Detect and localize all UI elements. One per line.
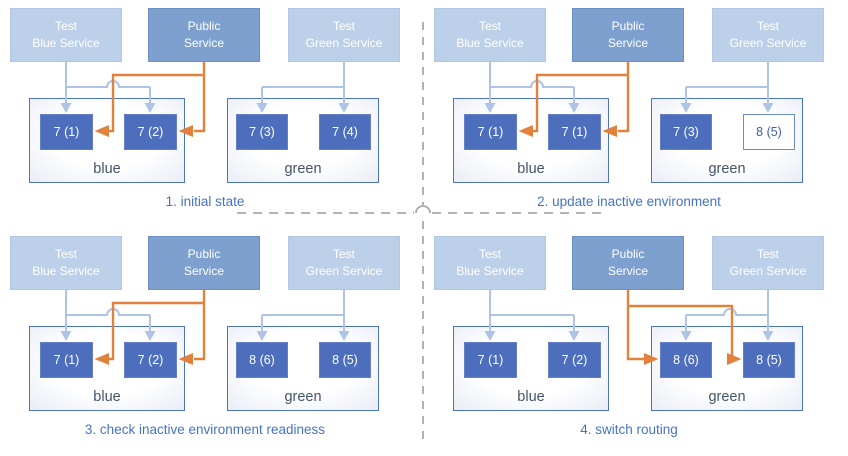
pod-green-2: 8 (5) <box>319 342 371 378</box>
test-green-service-box: Test Green Service <box>288 236 400 290</box>
service-label-line1: Public <box>611 19 645 34</box>
pod-green-1: 8 (6) <box>236 342 288 378</box>
test-green-service-box: Test Green Service <box>712 8 824 62</box>
pod-blue-1: 7 (1) <box>40 342 93 378</box>
test-service-arrowheads <box>60 331 350 341</box>
service-label-line2: Service <box>607 36 648 50</box>
public-service-box: Public Service <box>572 236 684 290</box>
service-label-line1: Test <box>54 19 77 34</box>
public-service-arrowheads <box>94 125 193 137</box>
service-label-line2: Service <box>183 36 224 50</box>
pod-blue-2: 7 (2) <box>124 114 177 150</box>
test-green-service-box: Test Green Service <box>288 8 400 62</box>
test-service-arrowheads <box>60 103 350 113</box>
quadrant-step-3: blue green 7 (1) 7 (2) 8 (6) <box>0 228 424 456</box>
connector-lines <box>484 62 774 137</box>
test-service-arrowheads <box>484 331 774 341</box>
service-label-line1: Test <box>478 19 501 34</box>
service-label-line2: Green Service <box>305 264 383 278</box>
green-env-label: green <box>708 389 746 405</box>
public-service-box: Public Service <box>148 236 260 290</box>
test-service-arrowheads <box>484 103 774 113</box>
service-label-line2: Green Service <box>729 264 807 278</box>
test-blue-service-box: Test Blue Service <box>10 236 122 290</box>
green-env-label: green <box>284 389 322 405</box>
service-label-line2: Blue Service <box>456 36 524 50</box>
public-service-connectors <box>533 62 630 133</box>
step-caption: 2. update inactive environment <box>537 194 721 209</box>
green-env-label: green <box>284 161 322 177</box>
quadrant-step-4: blue green 7 (1) 7 (2) 8 (6) <box>424 228 848 456</box>
test-service-connectors <box>489 62 769 104</box>
service-label-line2: Green Service <box>305 36 383 50</box>
pod-green-1: 7 (3) <box>236 114 288 150</box>
service-label-line2: Blue Service <box>32 264 100 278</box>
test-green-service-box: Test Green Service <box>712 236 824 290</box>
service-label-line1: Test <box>54 247 77 262</box>
service-label-line2: Green Service <box>729 36 807 50</box>
pod-blue-1: 7 (1) <box>464 342 517 378</box>
quadrant-step-1: blue green 7 (1) 7 (2) 7 (3) <box>0 0 424 228</box>
public-service-box: Public Service <box>572 8 684 62</box>
pod-blue-2: 7 (2) <box>548 342 601 378</box>
pod-green-2: 7 (4) <box>319 114 371 150</box>
pod-blue-2: 7 (2) <box>124 342 177 378</box>
step-caption: 3. check inactive environment readiness <box>84 422 326 437</box>
public-service-connectors <box>109 290 206 361</box>
pod-green-2: 8 (5) <box>743 342 795 378</box>
pod-blue-1: 7 (1) <box>40 114 93 150</box>
blue-env-label: blue <box>93 161 121 177</box>
divider-crossing-hop <box>415 205 431 214</box>
blue-env-label: blue <box>517 161 545 177</box>
step-caption: 4. switch routing <box>580 422 678 437</box>
service-label-line2: Blue Service <box>32 36 100 50</box>
public-service-arrowheads <box>94 353 193 365</box>
public-service-box: Public Service <box>148 8 260 62</box>
pod-green-1: 7 (3) <box>660 114 712 150</box>
test-blue-service-box: Test Blue Service <box>434 236 546 290</box>
service-label-line1: Test <box>332 19 355 34</box>
service-label-line2: Service <box>607 264 648 278</box>
service-label-line2: Blue Service <box>456 264 524 278</box>
green-env-label: green <box>708 161 746 177</box>
service-label-line1: Test <box>756 19 779 34</box>
service-label-line1: Public <box>187 247 221 262</box>
service-label-line1: Test <box>756 247 779 262</box>
public-service-arrowheads <box>518 125 617 137</box>
connector-lines <box>60 290 350 365</box>
test-service-connectors <box>489 290 769 332</box>
service-label-line1: Test <box>478 247 501 262</box>
blue-env-label: blue <box>93 389 121 405</box>
test-blue-service-box: Test Blue Service <box>434 8 546 62</box>
connector-lines <box>60 62 350 137</box>
pod-green-2-new: 8 (5) <box>743 114 795 150</box>
test-blue-service-box: Test Blue Service <box>10 8 122 62</box>
pod-blue-2: 7 (1) <box>548 114 601 150</box>
quadrant-step-2: blue green 7 (1) 7 (1) 7 (3) <box>424 0 848 228</box>
service-label-line2: Service <box>183 264 224 278</box>
blue-env-label: blue <box>517 389 545 405</box>
service-label-line1: Test <box>332 247 355 262</box>
pod-blue-1: 7 (1) <box>464 114 517 150</box>
pod-green-1: 8 (6) <box>660 342 712 378</box>
service-label-line1: Public <box>187 19 221 34</box>
public-service-arrowheads <box>644 353 742 365</box>
connector-lines <box>484 290 774 365</box>
public-service-connectors <box>109 62 206 133</box>
service-label-line1: Public <box>611 247 645 262</box>
step-caption: 1. initial state <box>165 194 245 209</box>
